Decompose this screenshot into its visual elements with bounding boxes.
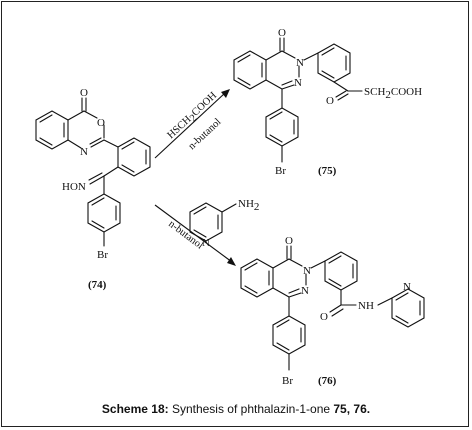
c75-br: Br (275, 165, 286, 177)
c75-label: (75) (318, 165, 337, 177)
c74-oxime: HON (62, 181, 86, 193)
caption-prefix: Scheme 18: (101, 402, 169, 416)
lower-reaction-arrow: n-butanol (154, 204, 236, 266)
c76-amide-o: O (320, 311, 328, 323)
c74-ring-o: O (97, 117, 105, 129)
scheme-caption: Scheme 18: Synthesis of phthalazin-1-one… (0, 402, 472, 416)
caption-numbers: 75, 76. (333, 402, 371, 416)
c76-label: (76) (318, 375, 337, 387)
aminopyridine-nh2: NH2 (238, 198, 259, 213)
c76-oxo-o: O (285, 235, 293, 247)
c75-n2: N (296, 57, 304, 69)
c75-chain: SCH2COOH (364, 86, 422, 101)
upper-reaction-arrow: HSCH2COOH n-butanol (154, 89, 230, 159)
c75-n3: N (294, 77, 302, 89)
c76-br: Br (282, 375, 293, 387)
c74-br: Br (97, 249, 108, 261)
compound-75: O N N O SCH2COOH Br (75) (233, 27, 422, 177)
compound-74: O O N HON Br (74) (35, 87, 151, 291)
c74-ring-n: N (80, 146, 88, 158)
c74-oxo-o: O (80, 87, 88, 99)
compound-76: O N N O NH N Br (76) (240, 235, 425, 387)
upper-reagent: HSCH2COOH (166, 90, 222, 144)
c75-oxo-o: O (278, 27, 286, 39)
caption-text: Synthesis of phthalazin-1-one (168, 402, 334, 416)
c75-ketone-o: O (326, 95, 334, 107)
reaction-scheme: O O N HON Br (74) HSCH2COOH n-butanol (35, 27, 425, 387)
lower-solvent: n-butanol (166, 219, 205, 252)
c76-nh: NH (358, 300, 374, 312)
c76-pyridine-n: N (403, 281, 411, 293)
c76-n2: N (303, 265, 311, 277)
c74-label: (74) (88, 279, 107, 291)
c76-n3: N (301, 285, 309, 297)
